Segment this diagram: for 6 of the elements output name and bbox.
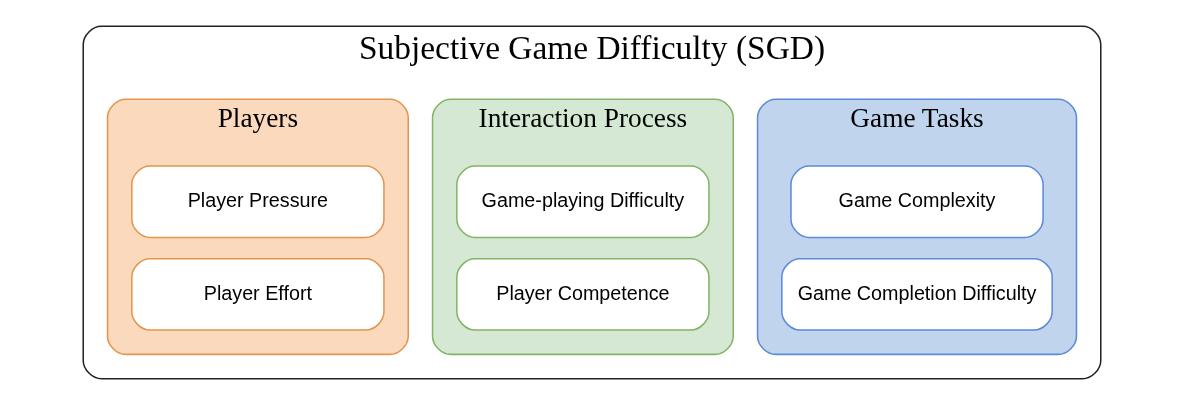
node-box: Player Effort [130, 257, 385, 331]
node-box: Game-playing Difficulty [455, 165, 710, 239]
node-box: Game Complexity [789, 165, 1044, 239]
node-box: Game Completion Difficulty [780, 257, 1053, 331]
node-box: Player Competence [455, 257, 710, 331]
node-box: Player Pressure [130, 165, 385, 239]
